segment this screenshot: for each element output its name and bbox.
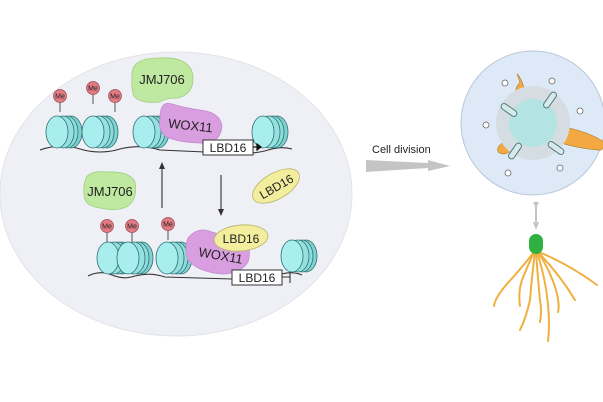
bottom-chromatin: Me Me Me WOX11 LBD16 LBD16	[87, 217, 318, 286]
svg-text:Me: Me	[110, 94, 120, 101]
chromosome	[547, 141, 565, 155]
svg-text:Me: Me	[163, 222, 173, 229]
lbd16-free-protein	[252, 168, 300, 204]
svg-text:Me: Me	[127, 224, 137, 231]
svg-text:Me: Me	[55, 94, 65, 101]
methyl-mark: Me	[125, 219, 139, 243]
chromosome	[508, 142, 522, 160]
lbd16-bound-protein	[213, 224, 269, 252]
lbd16-gene-label: LBD16	[210, 141, 247, 155]
spindle-fiber	[557, 125, 603, 151]
nucleosome	[116, 241, 154, 275]
dividing-cell	[460, 50, 603, 196]
active-promoter-arrow-icon	[253, 142, 262, 152]
methyl-mark: Me	[53, 89, 67, 113]
nucleosome	[280, 239, 318, 273]
methyl-mark: Me	[161, 217, 175, 241]
jmj706-free-protein	[83, 171, 137, 210]
top-chromatin: Me Me Me JMJ706 WOX11 LBD16	[39, 57, 293, 156]
jmj706-protein	[131, 57, 194, 103]
root-base	[529, 234, 543, 254]
nucleosome	[81, 115, 119, 149]
repression-bar-icon	[282, 272, 291, 283]
methyl-mark: Me	[86, 81, 100, 105]
cell-division-arrow	[366, 160, 450, 172]
wox11-protein	[159, 102, 223, 144]
methyl-mark: Me	[100, 219, 114, 243]
nucleosome	[251, 115, 289, 149]
jmj706-free-label: JMJ706	[87, 184, 133, 199]
chromosome	[543, 91, 557, 109]
lbd16-bound-label: LBD16	[223, 232, 260, 246]
svg-text:Me: Me	[88, 86, 98, 93]
development-arrow	[533, 202, 539, 230]
chromosome	[500, 103, 518, 117]
nucleus-inner	[509, 99, 557, 147]
nucleosome	[45, 115, 83, 149]
wox11-label: WOX11	[168, 116, 214, 136]
crown-root	[493, 251, 598, 342]
spindle-fiber	[497, 141, 513, 155]
cell-division-label: Cell division	[372, 144, 431, 156]
methyl-mark: Me	[108, 89, 122, 113]
jmj706-label: JMJ706	[139, 72, 185, 87]
lbd16-gene-label-repressed: LBD16	[239, 271, 276, 285]
svg-text:Me: Me	[102, 224, 112, 231]
